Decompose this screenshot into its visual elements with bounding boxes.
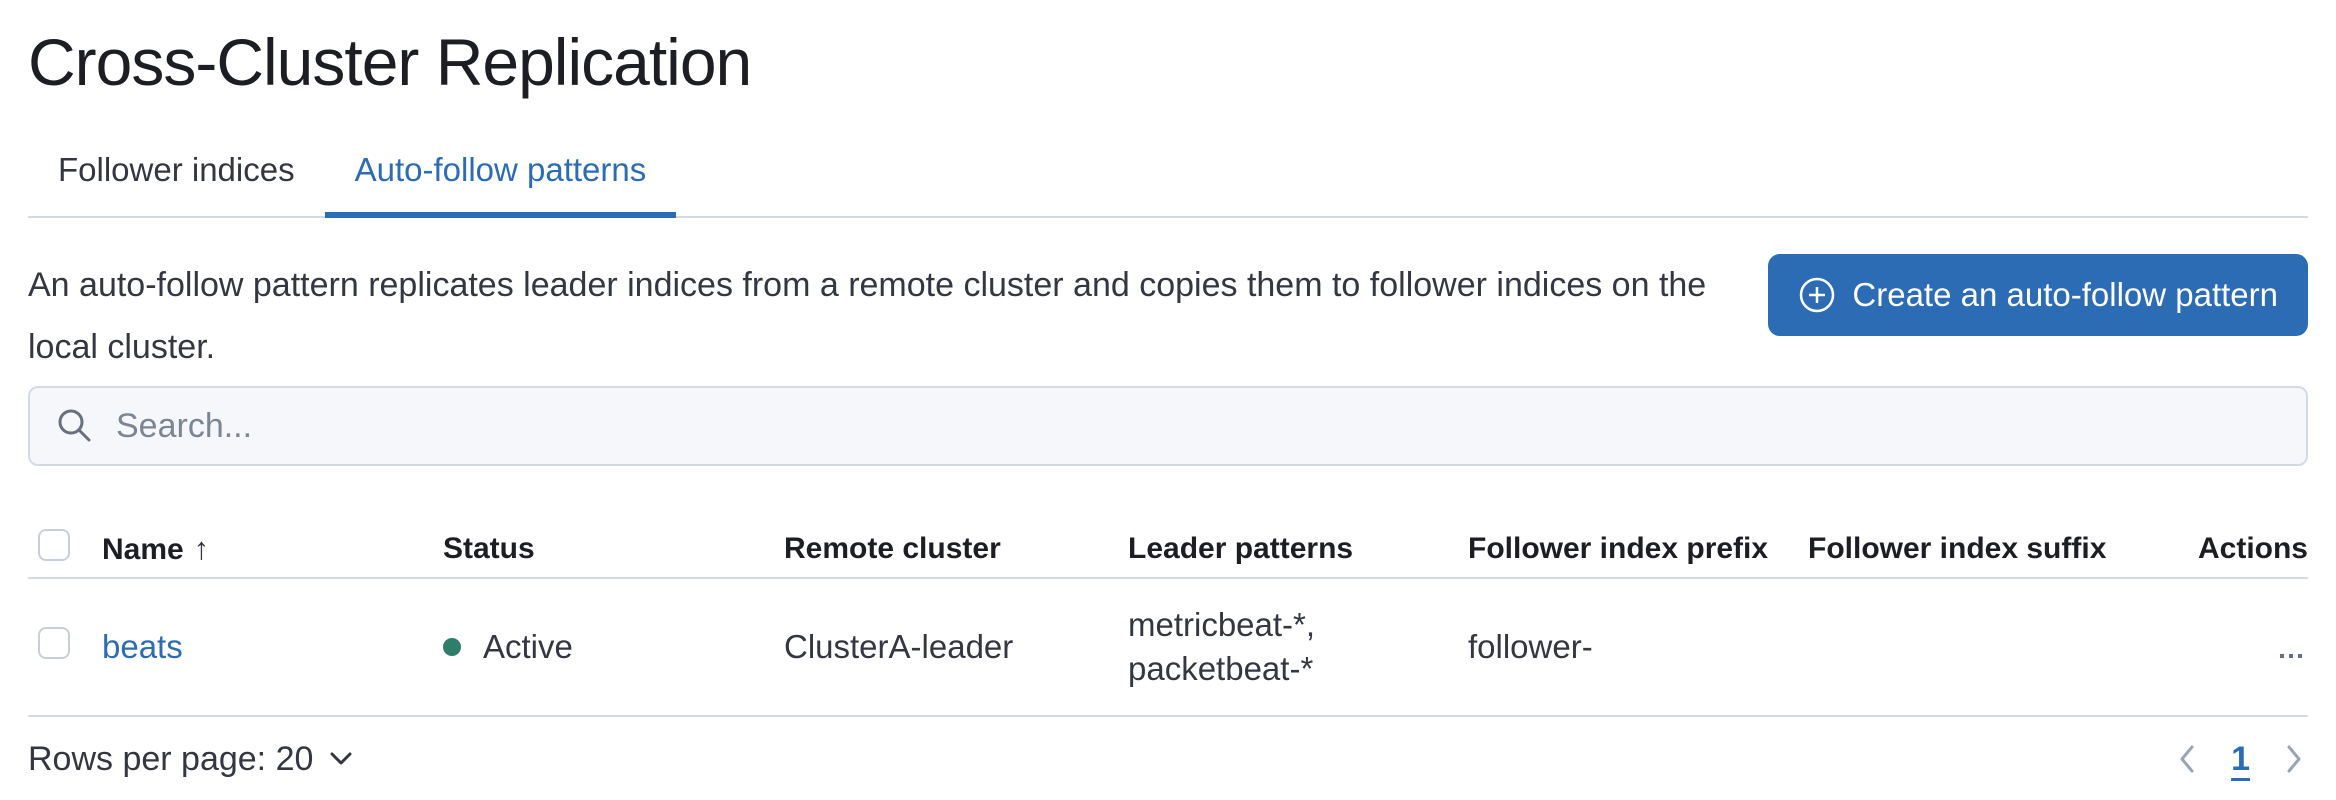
plus-in-circle-icon	[1798, 276, 1836, 314]
search-bar	[28, 386, 2308, 466]
table-footer: Rows per page: 20 1	[28, 731, 2308, 787]
follower-index-prefix-cell: follower-	[1468, 578, 1808, 717]
tab-follower-indices[interactable]: Follower indices	[58, 151, 295, 188]
select-all-checkbox[interactable]	[38, 528, 70, 561]
follower-index-suffix-cell	[1808, 578, 2148, 717]
intro-section: An auto-follow pattern replicates leader…	[28, 254, 2308, 378]
column-header-leader-patterns: Leader patterns	[1128, 520, 1468, 579]
rows-per-page-label: Rows per page: 20	[28, 739, 314, 778]
row-checkbox[interactable]	[38, 627, 70, 659]
pattern-name-link[interactable]: beats	[102, 628, 183, 665]
chevron-left-icon	[2177, 743, 2197, 775]
pagination: 1	[2173, 739, 2308, 779]
sort-ascending-arrow-icon: ↑	[193, 530, 210, 566]
page-number-current[interactable]: 1	[2231, 739, 2250, 778]
chevron-down-icon	[329, 751, 353, 767]
auto-follow-patterns-table: Name↑ Status Remote cluster Leader patte…	[28, 520, 2308, 717]
leader-pattern-line: metricbeat-*,	[1128, 606, 1316, 643]
tab-auto-follow-patterns[interactable]: Auto-follow patterns	[324, 150, 677, 218]
boxes-horizontal-icon[interactable]	[2274, 648, 2308, 664]
column-header-name[interactable]: Name↑	[102, 520, 443, 579]
table-header-row: Name↑ Status Remote cluster Leader patte…	[28, 520, 2308, 579]
create-auto-follow-pattern-button[interactable]: Create an auto-follow pattern	[1768, 254, 2308, 336]
search-icon	[56, 407, 94, 445]
leader-patterns-cell: metricbeat-*, packetbeat-*	[1128, 603, 1468, 691]
search-input[interactable]	[114, 405, 2280, 447]
column-header-actions: Actions	[2148, 520, 2308, 579]
rows-per-page-button[interactable]: Rows per page: 20	[28, 740, 353, 779]
page-description: An auto-follow pattern replicates leader…	[28, 266, 1707, 366]
leader-pattern-line: packetbeat-*	[1128, 650, 1314, 687]
column-header-status: Status	[443, 520, 784, 579]
column-header-remote-cluster: Remote cluster	[784, 520, 1128, 579]
table-row: beats Active ClusterA-leader metricbeat-…	[28, 578, 2308, 717]
remote-cluster-cell: ClusterA-leader	[784, 578, 1128, 717]
next-page-button[interactable]	[2280, 739, 2308, 779]
column-header-follower-index-prefix: Follower index prefix	[1468, 520, 1808, 579]
status-dot-icon	[443, 638, 461, 656]
status-badge: Active	[443, 628, 784, 666]
chevron-right-icon	[2284, 743, 2304, 775]
page-title: Cross-Cluster Replication	[28, 25, 752, 99]
previous-page-button[interactable]	[2173, 739, 2201, 779]
column-header-follower-index-suffix: Follower index suffix	[1808, 520, 2148, 579]
status-label: Active	[483, 628, 573, 665]
tabs: Follower indices Auto-follow patterns	[28, 150, 2308, 218]
create-button-label: Create an auto-follow pattern	[1852, 276, 2278, 313]
